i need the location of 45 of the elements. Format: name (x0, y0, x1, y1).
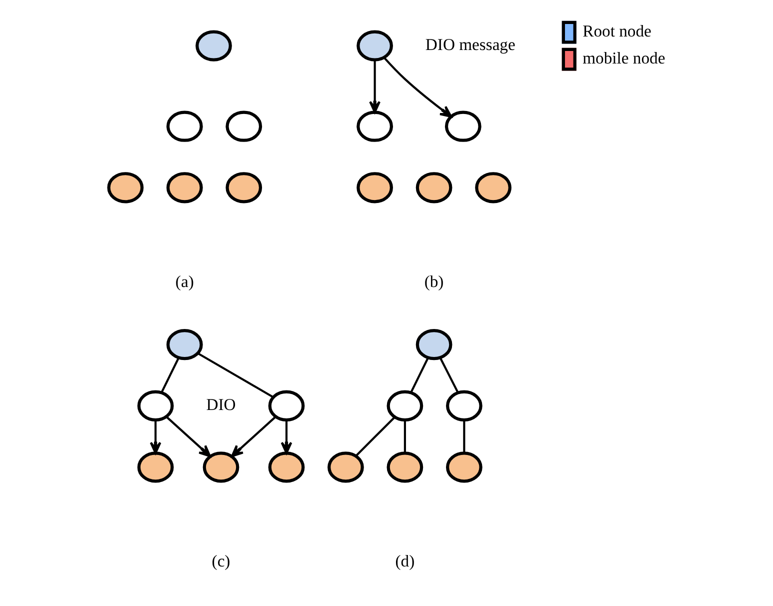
node-circle (166, 172, 203, 204)
node-circle (475, 172, 512, 204)
connector (463, 420, 466, 454)
legend-label: Root node (582, 21, 652, 40)
arrow (383, 56, 452, 118)
node-circle (328, 452, 364, 483)
node-circle (137, 452, 174, 483)
label: DIO (206, 394, 236, 414)
node-circle (356, 172, 393, 204)
node-circle (268, 452, 305, 483)
node-circle (446, 452, 482, 483)
node-circle (268, 390, 305, 422)
node-circle (444, 110, 482, 142)
node-circle (356, 30, 393, 62)
label: (d) (395, 552, 415, 571)
node-circle (226, 172, 262, 204)
arrow (369, 60, 381, 114)
label: (c) (212, 552, 230, 571)
node-circle (386, 390, 424, 422)
label: (a) (175, 272, 194, 292)
node-circle (137, 390, 174, 422)
node-circle (416, 328, 452, 360)
node-circle (107, 172, 144, 204)
label: DIO message (425, 34, 516, 54)
connector (197, 352, 274, 398)
node-circle (356, 110, 393, 142)
arrow (166, 416, 211, 458)
node-circle (386, 452, 424, 483)
arrow (150, 420, 162, 454)
label: (b) (424, 272, 444, 292)
connector (404, 420, 406, 454)
arrow (231, 416, 276, 458)
node-circle (196, 30, 232, 62)
arrow (280, 420, 292, 454)
connector (410, 357, 429, 394)
node-circle (166, 110, 203, 142)
node-circle (202, 452, 240, 483)
connector (439, 357, 459, 394)
node-circle (446, 390, 482, 422)
legend-label: mobile node (582, 48, 666, 68)
connector (160, 357, 180, 394)
connector (355, 416, 396, 457)
node-circle (166, 328, 203, 360)
node-circle (416, 172, 452, 204)
node-circle (226, 110, 262, 142)
